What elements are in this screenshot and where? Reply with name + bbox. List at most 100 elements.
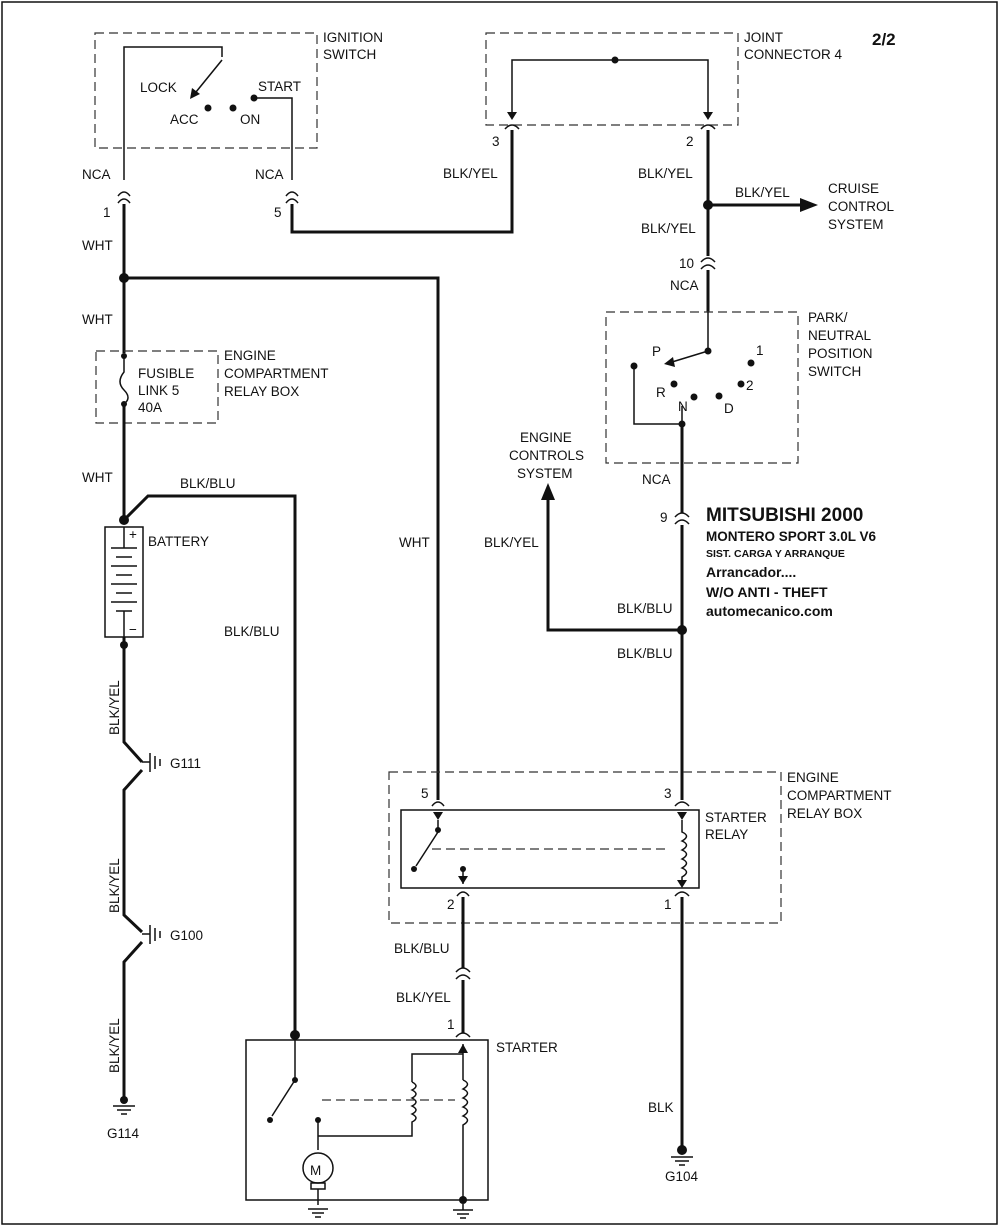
ignition-start-label: START [258,79,301,94]
wire-g100-to-g114 [122,940,144,1100]
relay-pin-3: 3 [664,786,672,801]
relay-box-label-1: ENGINE [224,348,276,363]
pnp-label-1: PARK/ [808,310,848,325]
wire-label: BLK/YEL [735,185,790,200]
connector-label: NCA [255,167,284,182]
cruise-label-1: CRUISE [828,181,879,196]
relay-box-label-2: COMPARTMENT [224,366,329,381]
wire-label: BLK/BLU [180,476,236,491]
wire-label: BLK/BLU [617,601,673,616]
wire-label: BLK/YEL [107,680,122,735]
park-neutral-position-switch: PARK/ NEUTRAL POSITION SWITCH P R N D 2 … [605,310,873,464]
joint-connector-label-1: JOINT [744,30,783,45]
relay-pin-2: 2 [447,897,455,912]
arrow-to-cruise [800,198,818,212]
joint-pin-3: 3 [492,134,500,149]
battery-minus: − [129,622,137,637]
pnp-pos-2: 2 [746,378,754,393]
connector-nca-pin1: NCA 1 [82,167,131,220]
title-line-5: W/O ANTI - THEFT [706,584,828,600]
fusible-link-label-1: FUSIBLE [138,366,194,381]
pnp-pos-d: D [724,401,734,416]
relay-box-lower-label-3: RELAY BOX [787,806,862,821]
ground-g100: G100 [142,925,203,944]
pnp-label-4: SWITCH [808,364,861,379]
wire-battery-to-g111 [122,637,144,764]
connector-nca-pin5: NCA 5 [255,167,299,220]
battery: + − BATTERY [104,526,209,638]
ground-g104: G104 [665,1145,699,1184]
starter-relay-label-2: RELAY [705,827,748,842]
starter-relay: STARTER RELAY 5 3 2 1 [400,786,767,912]
pnp-label-3: POSITION [808,346,873,361]
starter: STARTER M [245,1030,558,1219]
wire-start-to-joint [290,130,514,234]
wire-label: BLK/YEL [107,1018,122,1073]
ignition-acc-label: ACC [170,112,199,127]
fusible-link-relay-box: ENGINE COMPARTMENT RELAY BOX FUSIBLE LIN… [95,348,329,424]
starter-pin-1: 1 [447,1017,455,1032]
relay-pin-5: 5 [421,786,429,801]
pnp-pos-n: N [678,399,688,414]
wire-label: BLK/YEL [638,166,693,181]
pnp-pos-r: R [656,385,666,400]
relay-box-label-3: RELAY BOX [224,384,299,399]
ground-label: G104 [665,1169,699,1184]
pin-label: 1 [103,205,111,220]
wire-g111-to-g100 [122,768,144,934]
title-line-4: Arrancador.... [706,564,796,580]
wire-label: WHT [82,238,113,253]
battery-label: BATTERY [148,534,209,549]
pnp-pos-p: P [652,344,661,359]
joint-pin-2: 2 [686,134,694,149]
wire-label: WHT [82,470,113,485]
starter-label: STARTER [496,1040,558,1055]
wire-label: BLK/YEL [641,221,696,236]
ignition-switch-label-2: SWITCH [323,47,376,62]
engine-compartment-relay-box-lower: ENGINE COMPARTMENT RELAY BOX [388,770,892,924]
arrow-to-engine-controls [541,483,555,500]
joint-connector-4: JOINT CONNECTOR 4 3 2 [485,30,843,149]
connector-pin10: 10 NCA [670,256,716,293]
title-line-1: MITSUBISHI 2000 [706,505,863,526]
wire-label: BLK/BLU [617,646,673,661]
wire-blk-blu-starter [122,494,297,1035]
title-line-3: SIST. CARGA Y ARRANQUE [706,548,845,560]
wire-label: BLK/YEL [484,535,539,550]
wire-label: BLK/YEL [443,166,498,181]
battery-plus: + [129,527,137,542]
connector-label: NCA [670,278,699,293]
wire-label: BLK/BLU [394,941,450,956]
relay-pin-1: 1 [664,897,672,912]
ground-label: G114 [107,1126,140,1141]
pin-label: 9 [660,510,668,525]
wire-label: BLK/YEL [107,858,122,913]
ground-label: G100 [170,928,203,943]
pin-label: 10 [679,256,694,271]
connector-label: NCA [82,167,111,182]
wire-to-engine-controls [546,500,682,632]
wire-label: BLK/BLU [224,624,280,639]
cruise-label-2: CONTROL [828,199,894,214]
wire-label: WHT [82,312,113,327]
title-line-6: automecanico.com [706,603,833,619]
motor-label: M [310,1163,321,1178]
connector-pin9: 9 [660,510,690,525]
fusible-link-label-2: LINK 5 [138,383,179,398]
ecs-label-1: ENGINE [520,430,572,445]
ignition-switch: IGNITION SWITCH LOCK ACC ON START [94,30,383,180]
ground-g114: G114 [107,1096,140,1141]
starter-relay-label-1: STARTER [705,810,767,825]
wire-label: WHT [399,535,430,550]
ignition-on-label: ON [240,112,260,127]
ecs-label-2: CONTROLS [509,448,584,463]
wire-label: BLK/YEL [396,990,451,1005]
joint-connector-label-2: CONNECTOR 4 [744,47,843,62]
connector-label: NCA [642,472,671,487]
ground-g111: G111 [142,753,201,772]
wire-label: BLK [648,1100,674,1115]
relay-box-lower-label-2: COMPARTMENT [787,788,892,803]
pnp-pos-1: 1 [756,343,764,358]
ignition-lock-label: LOCK [140,80,177,95]
